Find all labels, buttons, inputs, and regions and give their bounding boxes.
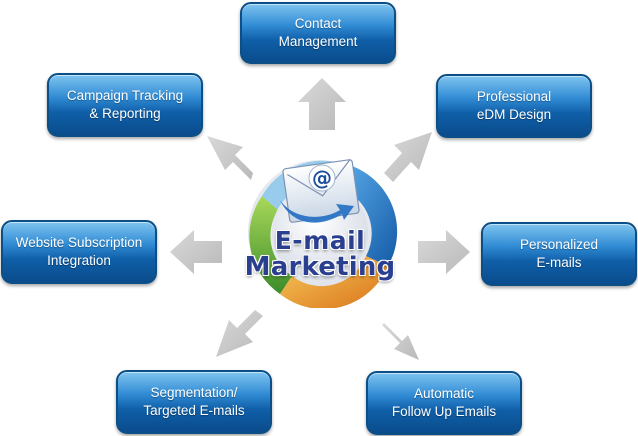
node-label-line1: Contact <box>294 16 342 31</box>
node-label-line1: Campaign Tracking <box>66 88 184 103</box>
node-label-line1: Personalized <box>519 237 599 252</box>
node-label-line1: Professional <box>476 89 552 104</box>
arrow-to-edm <box>384 132 432 182</box>
node-label-line2: Follow Up Emails <box>391 404 497 419</box>
hub-swirl-graphic: @ <box>248 159 398 308</box>
arrow-to-campaign <box>207 136 253 180</box>
node-label-line2: Management <box>278 34 358 49</box>
node-label-line1: Website Subscription <box>15 235 143 250</box>
envelope-at-icon: @ <box>280 159 360 223</box>
node-label-line2: eDM Design <box>476 107 552 122</box>
arrow-to-segmentation <box>216 310 263 357</box>
node-contact-management[interactable]: Contact Management <box>240 2 396 64</box>
arrow-to-personalized <box>418 230 470 274</box>
arrow-to-automatic <box>382 323 419 360</box>
email-marketing-hub: @ E-mail Marketing <box>240 148 400 308</box>
node-label-line2: Integration <box>47 253 111 268</box>
node-label-line2: E-mails <box>536 255 582 270</box>
node-personalized-emails[interactable]: Personalized E-mails <box>481 222 637 286</box>
node-website-subscription[interactable]: Website Subscription Integration <box>1 220 157 284</box>
svg-text:@: @ <box>312 166 332 190</box>
hub-title-line1: E-mail <box>274 226 366 255</box>
arrow-to-contact <box>298 78 346 130</box>
node-label-line1: Automatic <box>413 386 475 401</box>
arrow-to-website <box>170 230 222 274</box>
node-label-line2: & Reporting <box>89 106 161 121</box>
hub-title-line2: Marketing <box>244 252 396 282</box>
node-professional-edm-design[interactable]: Professional eDM Design <box>436 74 592 138</box>
node-segmentation-targeted[interactable]: Segmentation/ Targeted E-mails <box>116 370 272 434</box>
node-label-line1: Segmentation/ <box>150 385 238 400</box>
node-automatic-follow-up[interactable]: Automatic Follow Up Emails <box>366 371 522 435</box>
node-campaign-tracking[interactable]: Campaign Tracking & Reporting <box>47 73 203 137</box>
node-label-line2: Targeted E-mails <box>143 403 245 418</box>
